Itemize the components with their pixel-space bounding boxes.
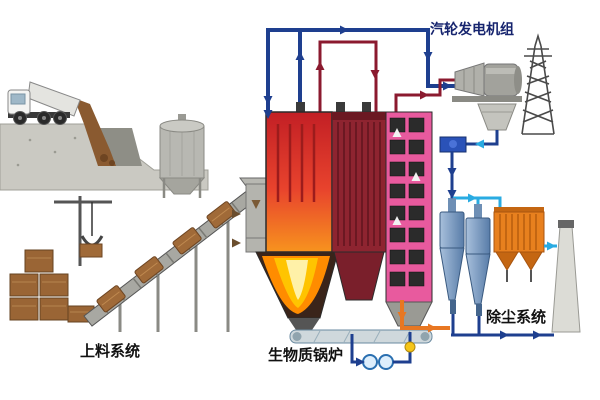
label-turbine-generator: 汽轮发电机组 bbox=[430, 21, 514, 37]
heat-exchanger-section bbox=[385, 111, 433, 327]
induced-fan bbox=[439, 130, 499, 198]
label-feeding-system: 上料系统 bbox=[80, 342, 140, 360]
boiler-bank-section bbox=[331, 111, 387, 301]
turbine-generator bbox=[452, 62, 522, 131]
grabbed-bale bbox=[79, 243, 103, 258]
chimney bbox=[551, 220, 581, 333]
labels: 汽轮发电机组 上料系统 生物质锅炉 除尘系统 bbox=[80, 21, 546, 364]
dump-bed bbox=[27, 81, 81, 117]
furnace-section bbox=[255, 111, 339, 330]
cyclone-1 bbox=[439, 211, 465, 249]
bale-stack bbox=[9, 249, 95, 323]
pump-1 bbox=[362, 354, 378, 370]
bag-filter bbox=[493, 207, 545, 282]
feed-chute bbox=[239, 177, 269, 253]
turbine bbox=[454, 62, 485, 97]
biomass-boiler bbox=[255, 102, 433, 344]
cab-window bbox=[10, 93, 26, 105]
dump-truck bbox=[7, 81, 116, 166]
valve bbox=[404, 341, 416, 353]
condenser bbox=[477, 103, 517, 131]
grab-crane bbox=[54, 196, 112, 266]
storage-silo bbox=[158, 114, 206, 198]
biomass-spill bbox=[74, 98, 116, 166]
ash-conveyor bbox=[289, 329, 433, 344]
ash-outlet bbox=[288, 318, 320, 330]
conveyor-bales bbox=[96, 201, 236, 313]
label-biomass-boiler: 生物质锅炉 bbox=[268, 346, 343, 364]
pump-2 bbox=[378, 354, 394, 370]
recirculation-pump bbox=[350, 332, 416, 370]
transmission-tower bbox=[521, 33, 555, 135]
steam-pipes bbox=[266, 28, 455, 114]
cyclone-2 bbox=[465, 217, 491, 255]
label-dust-removal: 除尘系统 bbox=[486, 308, 546, 326]
inclined-conveyor bbox=[83, 189, 257, 332]
cyclone-separators bbox=[439, 196, 502, 316]
